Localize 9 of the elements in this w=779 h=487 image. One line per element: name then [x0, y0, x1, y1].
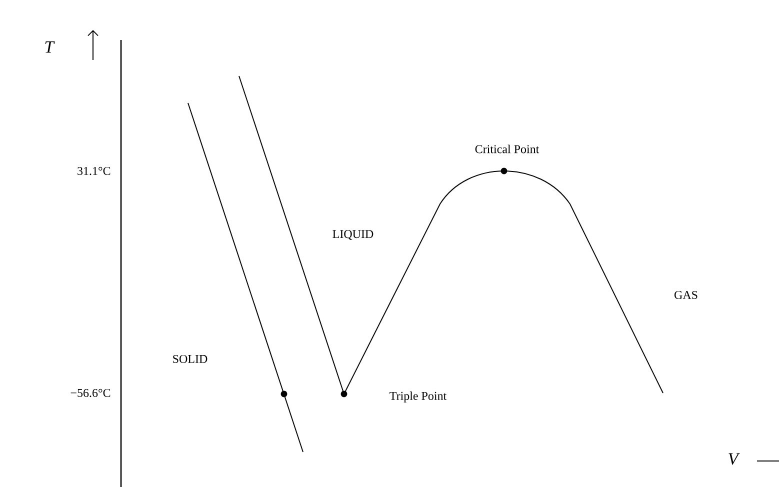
region-label: SOLID — [173, 354, 208, 363]
region-label: LIQUID — [332, 230, 374, 240]
axis-label: T — [45, 41, 55, 53]
axis-label: V — [728, 453, 740, 465]
tick-label: −56.6°C — [70, 388, 110, 398]
region-label: GAS — [674, 290, 698, 299]
point-label: Triple Point — [390, 392, 447, 402]
point-label: Critical Point — [475, 144, 540, 154]
tick-label: 31.1°C — [78, 166, 110, 176]
